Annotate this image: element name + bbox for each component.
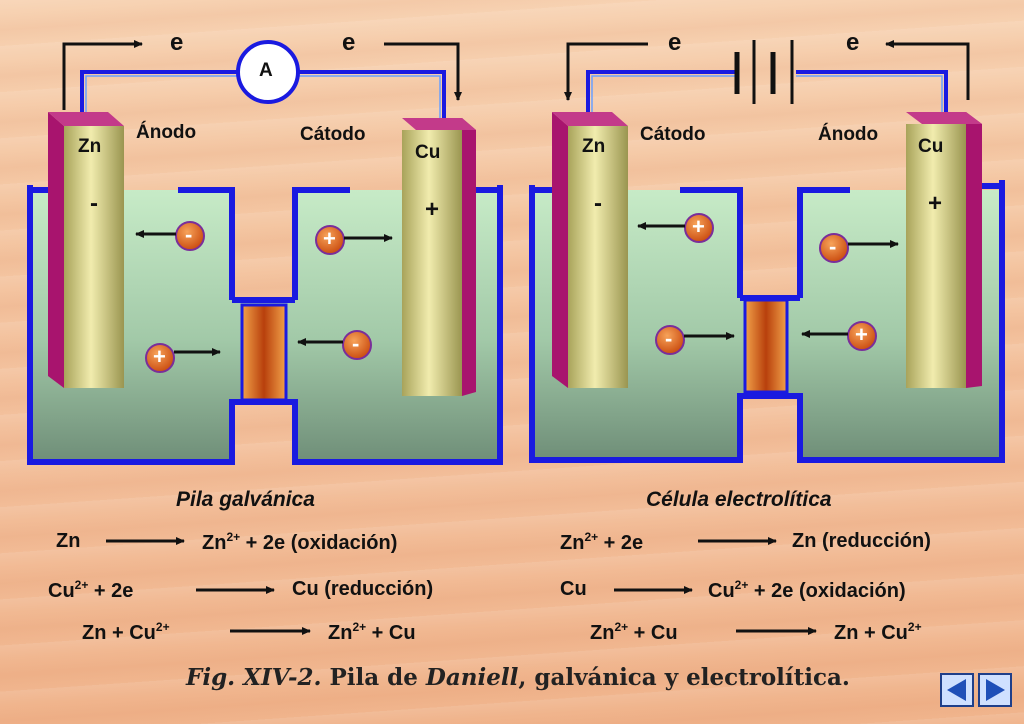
right-ion-3 [819,233,849,263]
left-ion-2 [145,343,175,373]
left-ion-3-sign: + [323,226,336,251]
right-ion-1-sign: + [692,214,705,239]
right-ion-2-sign: - [665,326,673,351]
right-zn-electrode-side [552,112,568,388]
right-eq1-rhs: Zn (reducción) [792,530,931,552]
right-eq2-lhs: Cu [560,578,587,600]
right-cu-label: Cu [918,136,944,157]
left-ion-1 [175,221,205,251]
left-electron-label-2: e [342,29,356,56]
battery-icon [734,40,794,104]
right-ion-4-sign: + [855,322,868,347]
ammeter-label: A [259,60,273,81]
triangle-right-icon [986,679,1005,701]
right-cu-electrode-side [966,112,982,388]
right-ion-3-sign: - [829,234,837,259]
left-ion-4-sign: - [352,331,360,356]
right-electron-arrow-1 [564,42,648,101]
left-zn-electrode-side [48,112,64,388]
right-vessel-neck [680,187,850,301]
left-vessel [27,185,503,465]
left-ion-4 [342,330,372,360]
left-salt-bridge [240,303,288,402]
right-vessel [529,180,1005,463]
left-ion-2-sign: + [153,344,166,369]
left-cu-sign: + [425,196,440,223]
right-electron-label-1: e [668,29,682,56]
left-cu-electrode-side [462,118,476,396]
left-zn-electrode [64,126,124,388]
right-electron-arrow-2 [885,40,970,100]
next-slide-button[interactable] [978,673,1012,707]
right-electron-label-2: e [846,29,860,56]
left-eq1-lhs: Zn [56,530,81,552]
right-salt-bridge [743,298,789,394]
left-ion-3 [315,225,345,255]
left-eq3-rhs: Zn2+ + Cu [328,620,416,644]
left-cathode-label: Cátodo [300,124,366,145]
right-cu-electrode [906,124,966,388]
right-ion-1 [684,213,714,243]
left-anode-label: Ánodo [136,122,197,143]
right-cu-electrode-top [906,112,982,124]
equation-arrows [106,537,817,635]
right-cu-sign: + [928,190,943,217]
electrolytic-cell-title: Célula electrolítica [646,488,832,511]
left-zn-sign: - [90,190,98,217]
right-eq2-rhs: Cu2+ + 2e (oxidación) [708,578,906,602]
left-wire [80,70,446,118]
right-zn-electrode [568,126,628,388]
left-cu-electrode-top [402,118,476,130]
right-eq3-rhs: Zn + Cu2+ [834,620,922,644]
left-eq2-lhs: Cu2+ + 2e [48,578,134,602]
right-cathode-label: Cátodo [640,124,706,145]
left-electron-arrow-1 [62,40,143,110]
right-wire [586,70,948,112]
left-zn-label: Zn [78,136,102,157]
right-eq3-lhs: Zn2+ + Cu [590,620,678,644]
left-eq3-lhs: Zn + Cu2+ [82,620,170,644]
triangle-left-icon [947,679,966,701]
right-eq1-lhs: Zn2+ + 2e [560,530,644,554]
left-eq1-rhs: Zn2+ + 2e (oxidación) [202,530,398,554]
electrolytic-cell [529,40,1005,463]
ammeter [236,40,300,104]
right-zn-electrode-top [552,112,628,126]
previous-slide-button[interactable] [940,673,974,707]
galvanic-cell [27,40,503,465]
figure-caption: Fig. XIV-2. Pila de Daniell, galvánica y… [186,664,850,691]
left-vessel-neck [178,187,350,303]
right-ion-2 [655,325,685,355]
right-ion-4 [847,321,877,351]
left-cu-label: Cu [415,142,441,163]
left-eq2-rhs: Cu (reducción) [292,578,434,600]
right-zn-sign: - [594,190,602,217]
left-electron-arrow-2 [384,42,462,101]
left-ion-1-sign: - [185,222,193,247]
right-anode-label: Ánodo [818,124,879,145]
left-zn-electrode-top [48,112,124,126]
galvanic-cell-title: Pila galvánica [176,488,315,511]
left-electron-label-1: e [170,29,184,56]
left-cu-electrode [402,130,462,396]
right-zn-label: Zn [582,136,606,157]
